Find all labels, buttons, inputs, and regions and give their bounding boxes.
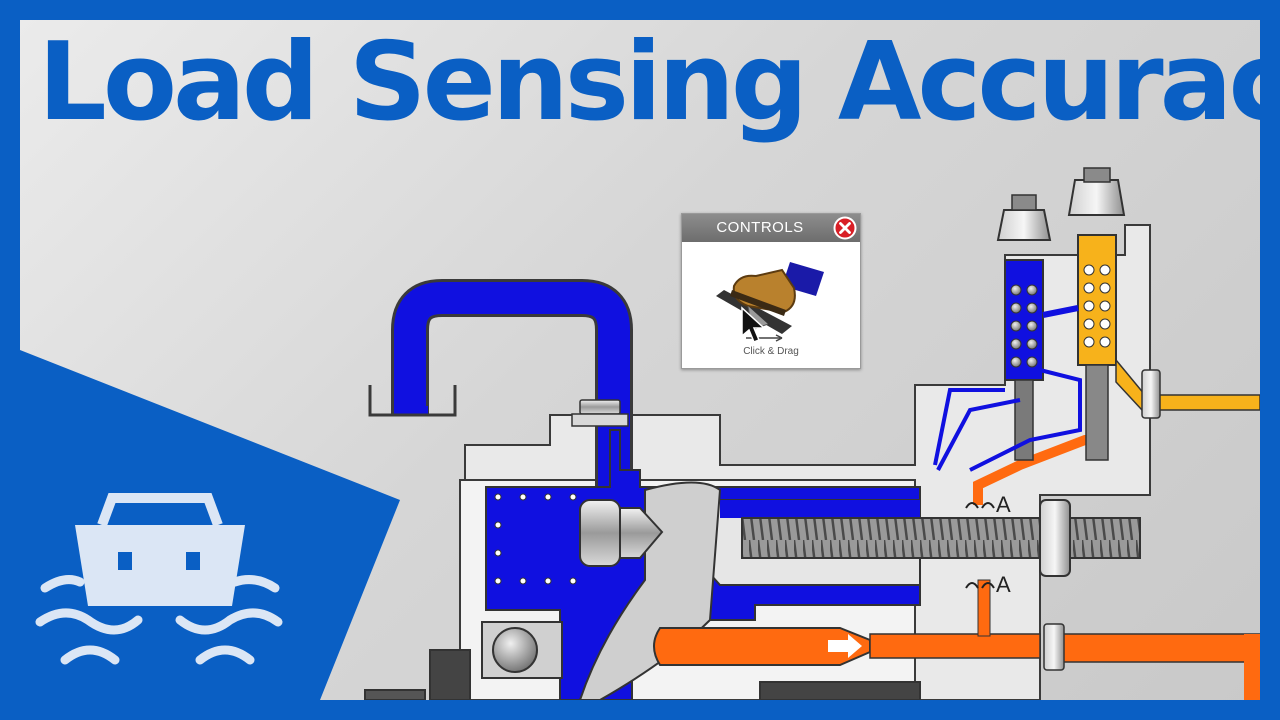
inlet-fitting	[571, 399, 629, 427]
close-icon[interactable]	[833, 216, 857, 240]
lower-components	[364, 621, 921, 700]
orifice-symbols	[965, 502, 995, 589]
toolbox-logo	[20, 350, 400, 700]
foot-pedal-icon[interactable]	[712, 250, 832, 346]
chamber-bolts	[494, 493, 577, 585]
toolbox-icon	[35, 493, 283, 665]
load-sense-outlet	[1115, 357, 1260, 419]
diagram-canvas: Load Sensing Accuracy A A CONTROLS	[20, 20, 1260, 700]
piston-block	[578, 481, 722, 700]
controls-panel[interactable]: CONTROLS Click & Drag	[681, 213, 861, 369]
controls-title: CONTROLS	[716, 219, 804, 236]
pump-schematic	[364, 167, 1260, 700]
pressure-compensator	[996, 194, 1052, 461]
reservoir-tray	[368, 385, 457, 417]
reservoir-tube	[391, 279, 633, 490]
port-a-lower-label: A	[996, 572, 1011, 597]
drag-hint: Click & Drag	[743, 346, 799, 357]
adjust-screw	[741, 499, 1141, 577]
load-sense-spool	[1042, 167, 1126, 461]
controls-titlebar[interactable]: CONTROLS	[682, 214, 860, 242]
signal-line-lower	[653, 579, 1260, 700]
port-a-upper-label: A	[996, 492, 1011, 517]
compensator-lines	[933, 368, 1082, 472]
page-title: Load Sensing Accuracy	[38, 20, 1260, 145]
cursor-icon	[741, 306, 766, 343]
